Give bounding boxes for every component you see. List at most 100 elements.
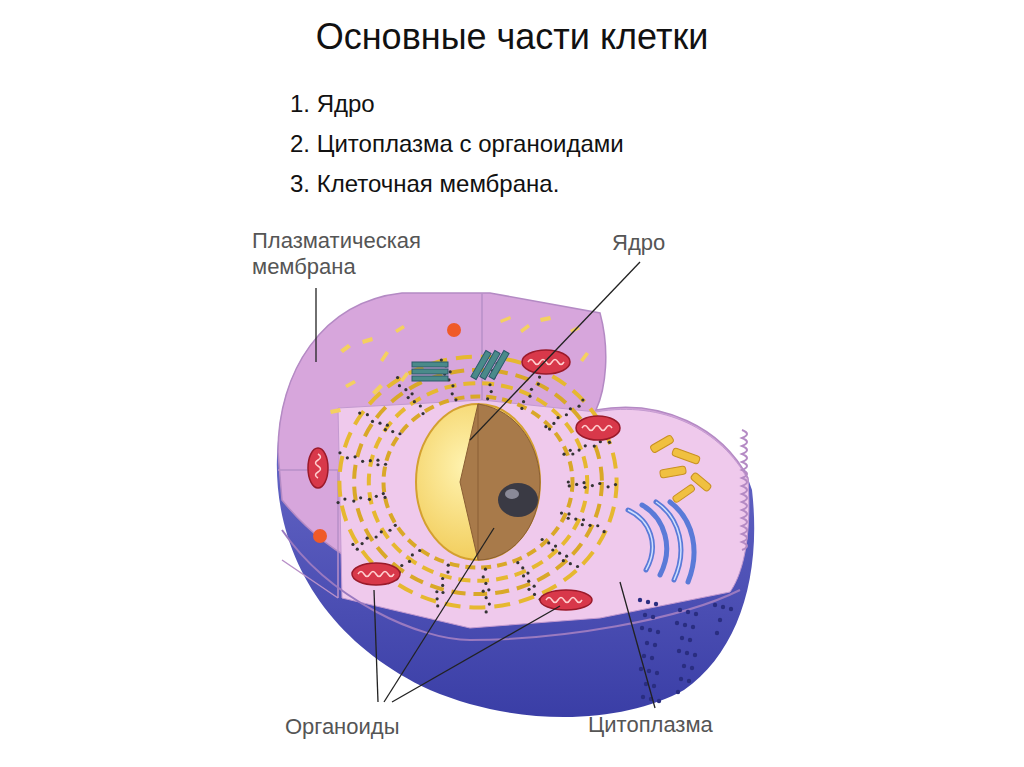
list-item: 2. Цитоплазма с органоидами: [290, 130, 624, 159]
ribosome: [582, 518, 585, 521]
ribosome: [533, 585, 536, 588]
ribosome: [368, 498, 371, 501]
ribosome: [418, 549, 421, 552]
surface-dot: [646, 600, 650, 604]
ribosome: [485, 610, 488, 613]
surface-dot: [639, 667, 643, 671]
ribosome: [554, 544, 557, 547]
ribosome: [571, 452, 574, 455]
surface-dot: [679, 677, 683, 681]
membrane-ruffles: [742, 430, 747, 550]
surface-dot: [642, 654, 646, 658]
ribosome: [488, 383, 491, 386]
ribosome: [598, 482, 601, 485]
ribosome: [568, 484, 571, 487]
ribosome: [581, 398, 584, 401]
ribosome: [343, 497, 346, 500]
ribosome: [614, 483, 617, 486]
ribosome: [366, 413, 369, 416]
ribosome: [361, 460, 364, 463]
ribosome: [527, 580, 530, 583]
ribosome: [530, 388, 533, 391]
ribosome: [490, 390, 493, 393]
surface-dot: [653, 643, 657, 647]
ribosome: [487, 588, 490, 591]
ribosome: [556, 416, 559, 419]
nucleus: [416, 404, 540, 560]
surface-dot: [683, 623, 687, 627]
ribosome: [380, 530, 383, 533]
ribosome: [567, 480, 570, 483]
ribosome: [551, 548, 554, 551]
list-item: 1. Ядро: [290, 90, 375, 119]
golgi-highlight: [628, 502, 681, 580]
ribosome: [413, 400, 416, 403]
ribosome: [351, 543, 354, 546]
ribosome: [369, 459, 372, 462]
ribosome: [577, 405, 580, 408]
surface-dot: [721, 605, 725, 609]
part-label-box: Цитоплазма: [588, 712, 713, 738]
ribosome: [361, 542, 364, 545]
ribosome: [384, 428, 387, 431]
surface-dot: [691, 625, 695, 629]
ribosome: [396, 376, 399, 379]
ribosome: [382, 492, 385, 495]
list-item-box: 2. Цитоплазма с органоидами: [290, 130, 624, 159]
lysosome: [447, 323, 461, 337]
ribosome: [404, 388, 407, 391]
surface-dot: [651, 615, 655, 619]
ribosome: [528, 395, 531, 398]
ribosome: [562, 453, 565, 456]
ribosome: [484, 568, 487, 571]
ribosome: [441, 591, 444, 594]
ribosome: [526, 571, 529, 574]
ribosome: [575, 483, 578, 486]
er-membrane: [339, 357, 616, 608]
ribosome: [359, 496, 362, 499]
surface-dot: [641, 695, 645, 699]
endoplasmic-reticulum: [336, 355, 617, 614]
surface-dot: [652, 684, 656, 688]
ribosome: [338, 451, 341, 454]
ribosome: [482, 590, 485, 593]
ribosome: [378, 422, 381, 425]
ribosome: [411, 392, 414, 395]
golgi-apparatus: [628, 502, 694, 582]
surface-dot: [678, 608, 682, 612]
ribosome: [560, 511, 563, 514]
surface-dot: [676, 690, 680, 694]
ribosome: [608, 441, 611, 444]
nucleolus-shine: [505, 489, 519, 499]
ribosome: [486, 397, 489, 400]
ribosome: [516, 561, 519, 564]
surface-dot: [682, 664, 686, 668]
ribosome: [574, 518, 577, 521]
ribosome: [440, 358, 443, 361]
surface-dot: [729, 607, 733, 611]
surface-dot: [713, 603, 717, 607]
ribosome: [584, 444, 587, 447]
surface-dot: [648, 628, 652, 632]
surface-dot: [677, 649, 681, 653]
er-membrane: [369, 383, 587, 581]
ribosome: [537, 382, 540, 385]
ribosome: [544, 425, 547, 428]
ribosome: [391, 430, 394, 433]
nucleus-cut: [460, 404, 540, 560]
ribosome: [441, 584, 444, 587]
part-label: Цитоплазма: [588, 712, 713, 738]
surface-dot: [650, 656, 654, 660]
leader-lines: [316, 262, 655, 708]
centrioles: [412, 351, 509, 381]
part-label: Плазматическая мембрана: [252, 228, 482, 281]
ribosome: [558, 552, 561, 555]
ribosome: [527, 588, 530, 591]
ribosome: [451, 392, 454, 395]
surface-dot: [656, 630, 660, 634]
ribosome: [419, 404, 422, 407]
part-label: Органоиды: [285, 714, 399, 740]
part-label-box: Плазматическая мембрана: [252, 228, 482, 281]
ribosome: [449, 370, 452, 373]
surface-dot: [693, 653, 697, 657]
